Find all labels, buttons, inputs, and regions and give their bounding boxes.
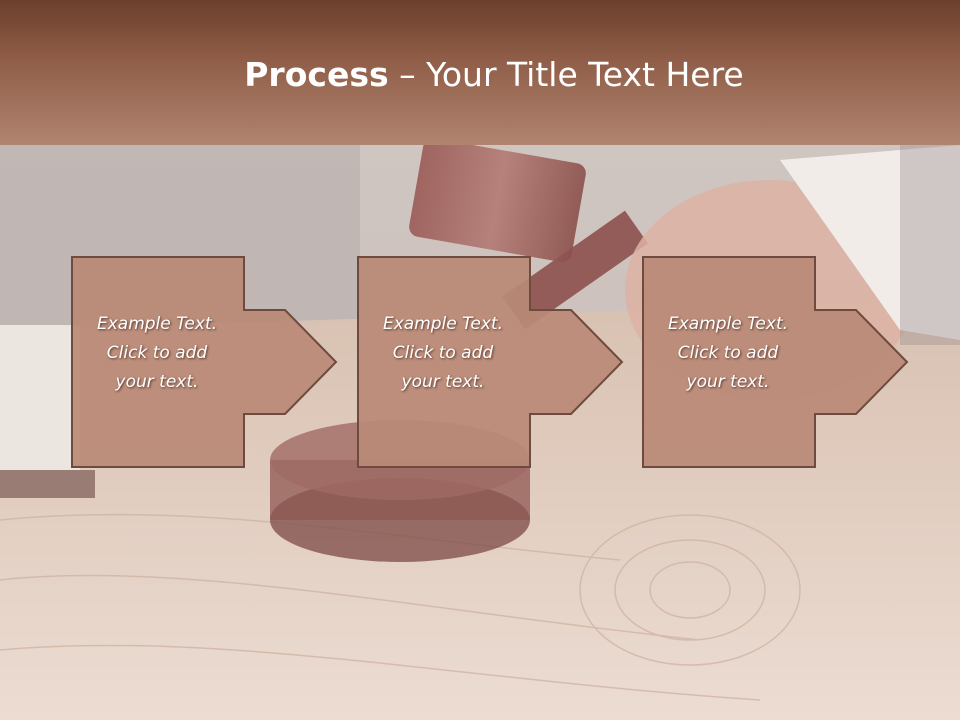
process-step-2[interactable]: Example Text. Click to add your text. [357, 256, 637, 468]
step-text-line: Example Text. [96, 314, 218, 334]
step-text-line: Click to add [106, 343, 208, 363]
step-arrow-shape [71, 256, 338, 468]
step-text[interactable]: Example Text. Click to add your text. [77, 310, 237, 397]
slide-title[interactable]: Process – Your Title Text Here [0, 52, 960, 98]
process-step-1[interactable]: Example Text. Click to add your text. [71, 256, 351, 468]
step-text-line: Example Text. [667, 314, 789, 334]
step-text[interactable]: Example Text. Click to add your text. [648, 310, 808, 397]
step-arrow-shape [642, 256, 909, 468]
title-rest: – Your Title Text Here [388, 55, 744, 94]
process-step-3[interactable]: Example Text. Click to add your text. [642, 256, 922, 468]
step-arrow-shape [357, 256, 624, 468]
step-text[interactable]: Example Text. Click to add your text. [363, 310, 523, 397]
step-text-line: your text. [401, 372, 485, 392]
step-text-line: Example Text. [382, 314, 504, 334]
step-text-line: your text. [686, 372, 770, 392]
step-text-line: Click to add [677, 343, 779, 363]
step-text-line: your text. [115, 372, 199, 392]
title-bold: Process [244, 55, 389, 94]
title-bar [0, 0, 960, 145]
step-text-line: Click to add [392, 343, 494, 363]
